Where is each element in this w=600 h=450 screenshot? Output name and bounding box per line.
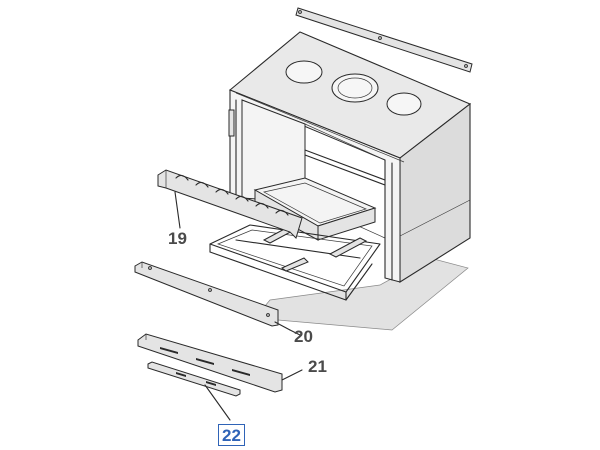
callout-20: 20: [294, 327, 313, 346]
callout-21: 21: [308, 357, 327, 376]
callout-22-highlighted[interactable]: 22: [218, 424, 245, 446]
top-vent-left: [285, 60, 323, 84]
top-vent-right: [386, 92, 422, 116]
part-21-slotted-plate: [137, 333, 303, 393]
callout-19: 19: [168, 229, 187, 248]
part-20-front-strip: [134, 261, 291, 331]
top-rear-strip: [295, 7, 473, 73]
part-19-rack-support: [157, 169, 303, 239]
part-22-small-bar: [147, 361, 241, 421]
oven-cabinet: [228, 31, 472, 283]
